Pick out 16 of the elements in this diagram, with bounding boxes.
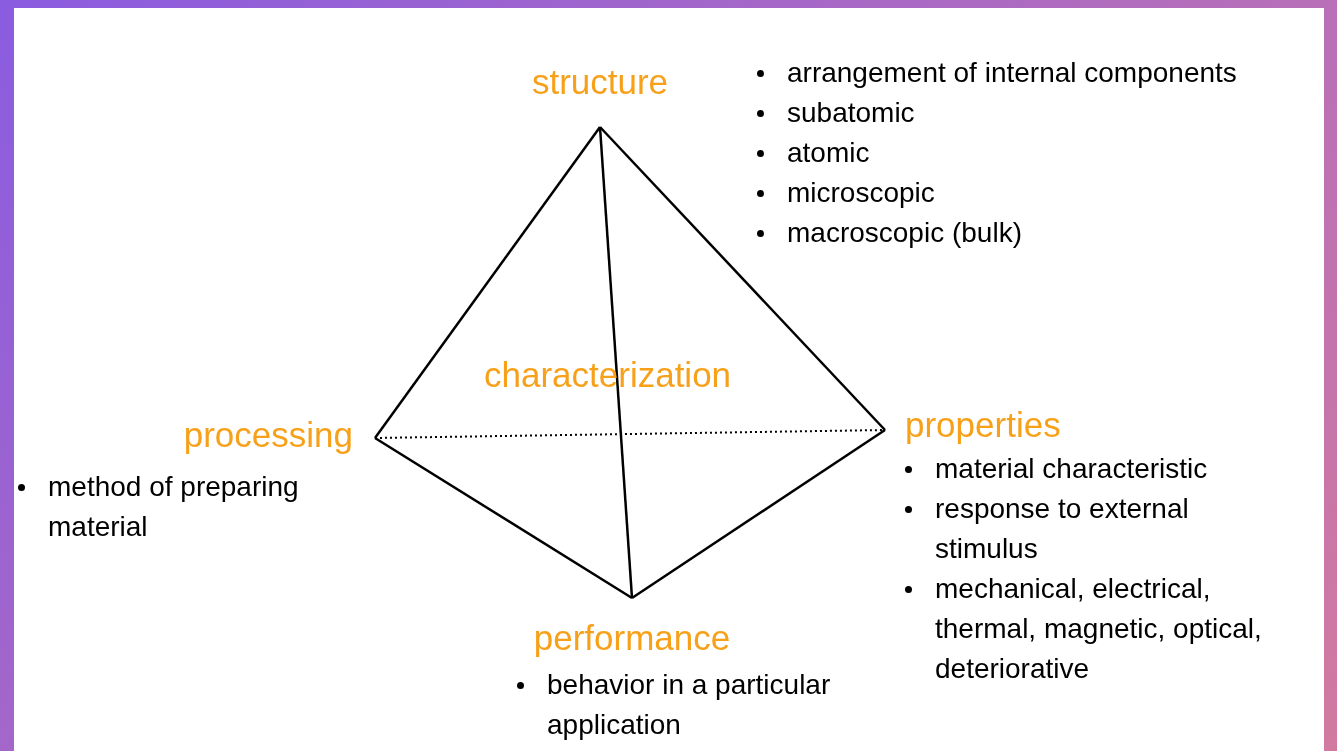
bullet-item: microscopic: [753, 173, 1333, 213]
edge-line: [374, 126, 601, 439]
vertex-heading: structure: [512, 62, 688, 127]
bullet-item: mechanical, electrical, thermal, magnetic, optical, deteriorative: [901, 569, 1276, 689]
bullet-item: arrangement of internal components: [753, 53, 1333, 93]
bullet-item: subatomic: [753, 93, 1333, 133]
bullet-item: atomic: [753, 133, 1333, 173]
edge-line: [598, 126, 634, 599]
vertex-heading: processing: [150, 415, 375, 461]
bullet-item: method of preparing material: [14, 467, 359, 547]
edge-line: [599, 126, 886, 431]
vertex-heading: performance: [512, 598, 752, 662]
bullet-item: behavior in a particular application: [513, 665, 863, 745]
edge-line: [374, 436, 633, 600]
edge-line: [631, 428, 886, 600]
bullet-item: macroscopic (bulk): [753, 213, 1333, 253]
